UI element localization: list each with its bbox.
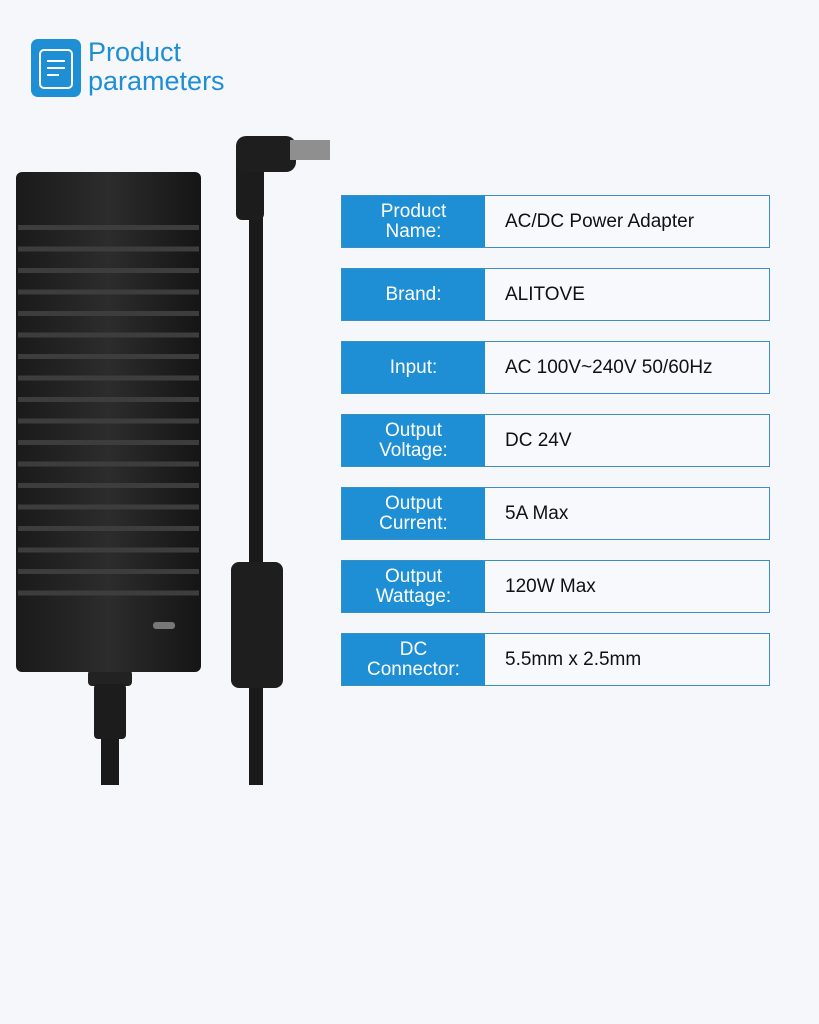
- param-value: 5A Max: [505, 502, 569, 524]
- param-label: Output Current:: [342, 488, 485, 539]
- ridge: [18, 461, 199, 467]
- param-row: Input: AC 100V~240V 50/60Hz: [341, 341, 770, 394]
- led-indicator: [153, 622, 175, 629]
- ridge: [18, 483, 199, 488]
- ridge: [18, 268, 199, 273]
- param-label: Input:: [342, 342, 485, 393]
- title-line-2: parameters: [88, 66, 225, 96]
- ridge: [18, 418, 199, 424]
- ridge: [18, 246, 199, 252]
- title-line-1: Product: [88, 37, 182, 67]
- param-label: DC Connector:: [342, 634, 485, 685]
- param-value: AC 100V~240V 50/60Hz: [505, 356, 713, 378]
- ridge: [18, 354, 199, 359]
- param-row: Output Wattage: 120W Max: [341, 560, 770, 613]
- ridge: [18, 225, 199, 230]
- ridge: [18, 397, 199, 402]
- param-value: AC/DC Power Adapter: [505, 210, 695, 232]
- ridge: [18, 332, 199, 338]
- ridge: [18, 440, 199, 445]
- param-row: Product Name: AC/DC Power Adapter: [341, 195, 770, 248]
- param-value: ALITOVE: [505, 283, 585, 305]
- ridge: [18, 547, 199, 553]
- ridge: [18, 590, 199, 596]
- page-title: Product parameters: [88, 38, 225, 96]
- param-label: Brand:: [342, 269, 485, 320]
- ridge: [18, 289, 199, 295]
- param-value: 5.5mm x 2.5mm: [505, 648, 642, 670]
- param-label: Product Name:: [342, 196, 485, 247]
- ridge: [18, 526, 199, 531]
- param-value: DC 24V: [505, 429, 572, 451]
- ridge: [18, 311, 199, 316]
- adapter-cable-left: [88, 670, 132, 785]
- adapter-ridges: [18, 225, 199, 596]
- param-row: Output Voltage: DC 24V: [341, 414, 770, 467]
- ridge: [18, 569, 199, 574]
- param-row: Brand: ALITOVE: [341, 268, 770, 321]
- param-label: Output Wattage:: [342, 561, 485, 612]
- ferrite-core: [231, 562, 283, 688]
- param-label: Output Voltage:: [342, 415, 485, 466]
- param-row: DC Connector: 5.5mm x 2.5mm: [341, 633, 770, 686]
- document-list-icon: [31, 39, 81, 97]
- param-row: Output Current: 5A Max: [341, 487, 770, 540]
- ridge: [18, 375, 199, 381]
- dc-cable-right: [231, 136, 330, 785]
- ridge: [18, 504, 199, 510]
- param-value: 120W Max: [505, 575, 596, 597]
